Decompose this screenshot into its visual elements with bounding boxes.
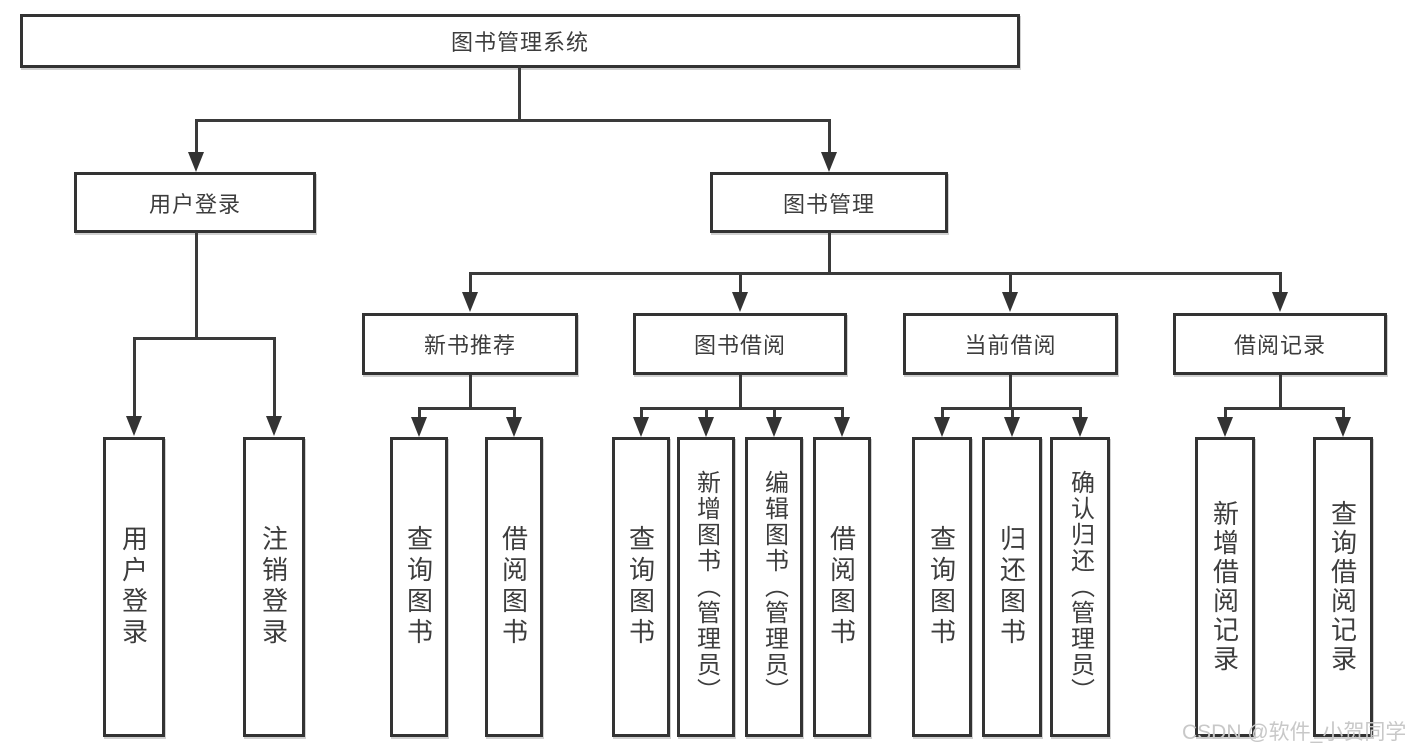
leaf-query-books-recommend-label: 查询图书 (403, 525, 434, 649)
leaf-borrow-books: 借阅图书 (813, 437, 871, 737)
node-new-book-recommend: 新书推荐 (362, 313, 578, 375)
arrow-to-leaf-borrow-books-recommend (506, 407, 522, 437)
arrow-to-leaf-user-login (126, 337, 142, 436)
leaf-query-borrow-record: 查询借阅记录 (1313, 437, 1373, 737)
arrow-to-leaf-query-borrow-record (1335, 407, 1351, 437)
leaf-add-books-admin: 新增图书（管理员） (677, 437, 735, 737)
leaf-logout-login: 注销登录 (243, 437, 305, 737)
connector-root-stem (518, 66, 521, 120)
arrow-to-current-borrow (1002, 272, 1018, 312)
connector-user-login-rail (133, 337, 276, 340)
leaf-add-books-admin-label: 新增图书（管理员） (692, 470, 720, 704)
arrow-to-book-management (821, 119, 837, 172)
node-root-label: 图书管理系统 (450, 30, 589, 55)
leaf-edit-books-admin-label: 编辑图书（管理员） (760, 470, 788, 704)
node-borrow-record: 借阅记录 (1173, 313, 1387, 375)
arrow-to-leaf-add-books (698, 407, 714, 437)
arrow-to-leaf-query-books-recommend (411, 407, 427, 437)
leaf-borrow-books-recommend: 借阅图书 (485, 437, 543, 737)
node-book-borrow: 图书借阅 (633, 313, 847, 375)
leaf-query-books-current-label: 查询图书 (926, 525, 957, 649)
connector-book-management-stem (828, 232, 831, 273)
arrow-to-leaf-logout (266, 337, 282, 436)
leaf-add-borrow-record: 新增借阅记录 (1195, 437, 1255, 737)
leaf-user-login-label: 用户登录 (118, 525, 149, 649)
arrow-to-book-borrow (732, 272, 748, 312)
arrow-to-leaf-confirm-return (1072, 407, 1088, 437)
leaf-query-books-current: 查询图书 (912, 437, 972, 737)
leaf-return-books: 归还图书 (982, 437, 1042, 737)
csdn-watermark: CSDN @软件_小贺同学 (1182, 721, 1405, 744)
node-user-login-label: 用户登录 (148, 191, 241, 217)
arrow-to-leaf-borrow-books (834, 407, 850, 437)
arrow-to-leaf-add-borrow-record (1217, 407, 1233, 437)
leaf-query-books-recommend: 查询图书 (390, 437, 448, 737)
node-user-login: 用户登录 (74, 172, 316, 233)
connector-new-book-rail (418, 407, 516, 410)
node-borrow-record-label: 借阅记录 (1233, 333, 1326, 358)
node-root: 图书管理系统 (20, 14, 1020, 68)
connector-borrow-record-stem (1279, 375, 1282, 408)
connector-book-management-rail (469, 272, 1282, 275)
connector-book-borrow-stem (739, 375, 742, 408)
connector-book-borrow-rail (640, 407, 844, 410)
node-book-borrow-label: 图书借阅 (693, 333, 786, 358)
arrow-to-new-book-recommend (462, 272, 478, 312)
node-current-borrow-label: 当前借阅 (964, 333, 1057, 358)
arrow-to-borrow-record (1272, 272, 1288, 312)
connector-borrow-record-rail (1224, 407, 1344, 410)
leaf-add-borrow-record-label: 新增借阅记录 (1209, 500, 1240, 674)
node-new-book-recommend-label: 新书推荐 (423, 333, 516, 358)
node-current-borrow: 当前借阅 (903, 313, 1118, 375)
connector-root-rail (195, 119, 831, 122)
leaf-borrow-books-recommend-label: 借阅图书 (498, 525, 529, 649)
leaf-return-books-label: 归还图书 (996, 525, 1027, 649)
arrow-to-leaf-query-books-borrow (633, 407, 649, 437)
node-book-management: 图书管理 (710, 172, 948, 233)
connector-new-book-stem (469, 375, 472, 408)
leaf-confirm-return-admin: 确认归还（管理员） (1050, 437, 1110, 737)
leaf-query-books-borrow: 查询图书 (612, 437, 670, 737)
leaf-borrow-books-label: 借阅图书 (826, 525, 857, 649)
arrow-to-leaf-edit-books (766, 407, 782, 437)
node-book-management-label: 图书管理 (782, 191, 875, 217)
connector-user-login-stem (195, 232, 198, 338)
leaf-user-login: 用户登录 (103, 437, 165, 737)
arrow-to-user-login (188, 119, 204, 172)
leaf-query-borrow-record-label: 查询借阅记录 (1327, 500, 1358, 674)
leaf-confirm-return-admin-label: 确认归还（管理员） (1066, 470, 1094, 704)
arrow-to-leaf-return-books (1004, 407, 1020, 437)
arrow-to-leaf-query-books-current (934, 407, 950, 437)
leaf-logout-login-label: 注销登录 (258, 525, 289, 649)
connector-current-borrow-stem (1009, 375, 1012, 408)
leaf-edit-books-admin: 编辑图书（管理员） (745, 437, 803, 737)
leaf-query-books-borrow-label: 查询图书 (625, 525, 656, 649)
